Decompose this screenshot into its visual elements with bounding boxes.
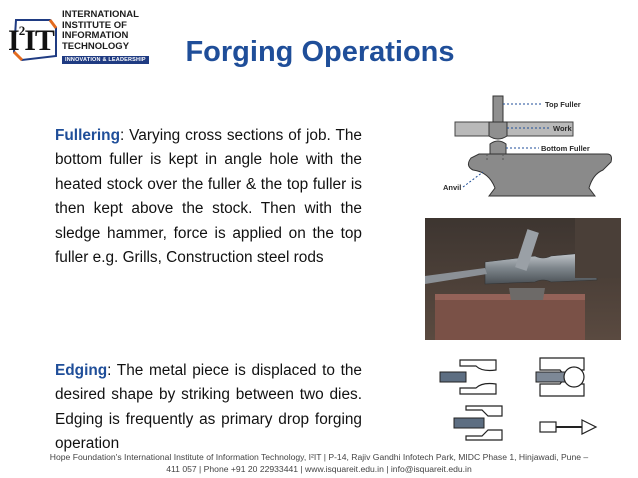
label-anvil: Anvil	[443, 183, 461, 192]
logo-wordmark: I2IT	[8, 23, 55, 57]
fullering-term: Fullering	[55, 127, 120, 144]
logo-tagline: INNOVATION & LEADERSHIP	[62, 56, 149, 64]
label-bottom-fuller: Bottom Fuller	[541, 144, 590, 153]
logo-institute-name: INTERNATIONAL INSTITUTE OF INFORMATION T…	[62, 9, 139, 52]
edging-term: Edging	[55, 362, 108, 379]
footer-contact-details: 411 057 | Phone +91 20 22933441 | www.is…	[166, 464, 472, 474]
slide-title: Forging Operations	[185, 36, 455, 68]
footer-address: Hope Foundation's International Institut…	[49, 452, 589, 462]
fullering-photo	[425, 218, 621, 340]
fullering-paragraph: Fullering: Varying cross sections of job…	[55, 124, 362, 270]
edging-die-diagrams	[439, 357, 598, 441]
fullering-diagram: Top Fuller Work Bottom Fuller Anvil	[443, 95, 612, 197]
fullering-description: : Varying cross sections of job. The bot…	[55, 127, 362, 267]
edging-paragraph: Edging: The metal piece is displaced to …	[55, 359, 362, 457]
label-work: Work	[553, 124, 572, 133]
logo-emblem-icon	[12, 19, 58, 62]
institute-logo: I2IT INTERNATIONAL INSTITUTE OF INFORMAT…	[6, 6, 156, 76]
footer-contact: Hope Foundation's International Institut…	[8, 451, 630, 475]
label-top-fuller: Top Fuller	[545, 100, 581, 109]
edging-description: : The metal piece is displaced to the de…	[55, 362, 362, 453]
